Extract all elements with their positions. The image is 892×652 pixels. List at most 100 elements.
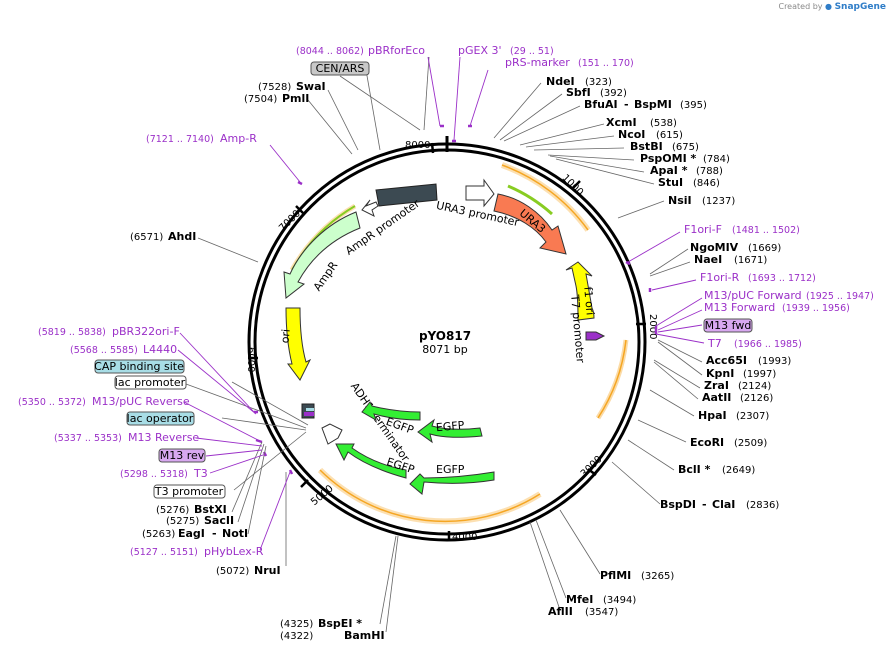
primer-l4440: L4440 (143, 343, 177, 356)
site-nsii-pos: (1237) (702, 196, 735, 207)
site-sacii: SacII (204, 514, 234, 527)
site-bspdi-dash: - (702, 498, 707, 511)
site-stui-pos: (846) (693, 178, 720, 189)
primer-labels: (8044 .. 8062) pBRforEco pGEX 3' (29 .. … (18, 44, 874, 558)
site-pflmi-pos: (3265) (641, 571, 674, 582)
site-bspdi-pos: (2836) (746, 500, 779, 511)
site-ecori: EcoRI (690, 436, 724, 449)
site-ndei-pos: (323) (585, 77, 612, 88)
primer-pgex3: pGEX 3' (458, 44, 502, 57)
site-sbfi: SbfI (566, 86, 591, 99)
site-sacii-pos: (5275) (166, 516, 199, 527)
primer-prs-marker-pos: (151 .. 170) (578, 58, 634, 69)
plasmid-length: 8071 bp (422, 343, 467, 356)
orf-band-ura3-inner (507, 184, 554, 216)
ori-arrow (285, 307, 312, 381)
egfp-label-1: EGFP (435, 419, 465, 434)
ori-label: ori (279, 328, 293, 343)
site-ahdi-pos: (6571) (130, 232, 163, 243)
site-noti: NotI (222, 527, 248, 540)
site-ndei: NdeI (546, 75, 575, 88)
lac-region-markers (301, 403, 315, 419)
site-aflii: AflII (548, 605, 573, 618)
site-bstxi-pos: (5276) (156, 505, 189, 516)
f1-ori-label: f1 ori (581, 286, 596, 316)
site-bspei-pos: (4325) (280, 619, 313, 630)
credit-brand: SnapGene (834, 2, 886, 12)
orf-band-bottom-line (319, 469, 541, 523)
ampr-promoter-arrow (361, 199, 379, 217)
site-ahdi: AhdI (168, 230, 196, 243)
snapgene-credit: Created by ● SnapGene (778, 2, 886, 12)
site-nrui: NruI (254, 564, 281, 577)
site-eagi-pos: (5263) (142, 529, 175, 540)
credit-prefix: Created by (778, 2, 823, 11)
primer-f1ori-f: F1ori-F (684, 223, 722, 236)
site-nrui-pos: (5072) (216, 566, 249, 577)
right-leader-lines (493, 82, 703, 611)
tick-4000: 4000 (452, 532, 477, 543)
primer-pbrforeco: pBRforEco (368, 44, 425, 57)
site-bcli: BclI * (678, 463, 711, 476)
orf-band-right-line (597, 339, 627, 419)
site-bcli-pos: (2649) (722, 465, 755, 476)
site-sbfi-pos: (392) (600, 88, 627, 99)
site-bamhi-pos: (4322) (280, 631, 313, 642)
site-ngomiv: NgoMIV (690, 241, 739, 254)
box-cen-ars: CEN/ARS (316, 62, 365, 75)
site-hpai: HpaI (698, 409, 727, 422)
primer-l4440-pos: (5568 .. 5585) (70, 345, 138, 356)
site-hpai-pos: (2307) (736, 411, 769, 422)
primer-f1ori-r: F1ori-R (700, 271, 740, 284)
primer-ampr-pos: (7121 .. 7140) (146, 134, 214, 145)
primer-pbrforeco-pos: (8044 .. 8062) (296, 46, 364, 57)
site-xcmi: XcmI (606, 116, 637, 129)
site-bfuai-dash: - (624, 98, 629, 111)
primer-m13-reverse-pos: (5337 .. 5353) (54, 433, 122, 444)
site-zrai-pos: (2124) (738, 381, 771, 392)
orf-band-right (595, 339, 629, 420)
site-mfei: MfeI (566, 593, 593, 606)
site-bfuai: BfuAI (584, 98, 618, 111)
ura3-promoter-arrow (465, 178, 495, 208)
site-pmli: PmlI (282, 92, 309, 105)
primer-leader-lines (177, 56, 705, 551)
primer-pbr322ori: pBR322ori-F (112, 325, 180, 338)
primer-m13-forward-pos: (1939 .. 1956) (782, 303, 850, 314)
primer-markers (254, 124, 658, 475)
primer-m13-reverse: M13 Reverse (128, 431, 199, 444)
adh1-terminator-arrow (321, 423, 343, 445)
site-apai: ApaI * (650, 164, 688, 177)
site-swai-pos: (7528) (258, 82, 291, 93)
site-aatii: AatII (702, 391, 731, 404)
site-pmli-pos: (7504) (244, 94, 277, 105)
primer-m13puc-fwd-pos: (1925 .. 1947) (806, 291, 874, 302)
tick-1000: 1000 (559, 173, 585, 199)
site-bspei: BspEI * (318, 617, 362, 630)
primer-m13-forward: M13 Forward (704, 301, 775, 314)
site-aatii-pos: (2126) (740, 393, 773, 404)
site-naei-pos: (1671) (734, 255, 767, 266)
primer-pgex3-pos: (29 .. 51) (510, 46, 554, 57)
primer-t3-pos: (5298 .. 5318) (120, 469, 188, 480)
site-kpni: KpnI (706, 367, 734, 380)
box-cap-binding: CAP binding site (94, 360, 184, 373)
left-site-labels: (7528) SwaI (7504) PmlI (6571) AhdI (527… (130, 80, 385, 642)
site-pflmi: PflMI (600, 569, 631, 582)
site-xcmi-pos: (538) (650, 118, 677, 129)
site-bstbi: BstBI (630, 140, 663, 153)
site-acc65i-pos: (1993) (758, 356, 791, 367)
site-clai: ClaI (712, 498, 735, 511)
egfp-arrow-3 (409, 471, 495, 495)
tick-6000: 6000 (245, 347, 256, 372)
plasmid-name: pYO817 (419, 329, 471, 343)
primer-phyblex: pHybLex-R (204, 545, 264, 558)
egfp-arrow-1 (417, 418, 483, 444)
box-m13-fwd: M13 fwd (705, 319, 752, 332)
site-stui: StuI (658, 176, 683, 189)
primer-phyblex-pos: (5127 .. 5151) (130, 547, 198, 558)
primer-pbr322ori-pos: (5819 .. 5838) (38, 327, 106, 338)
ampr-label: AmpR (311, 259, 341, 294)
primer-t7-pos: (1966 .. 1985) (734, 339, 802, 350)
site-mfei-pos: (3494) (603, 595, 636, 606)
